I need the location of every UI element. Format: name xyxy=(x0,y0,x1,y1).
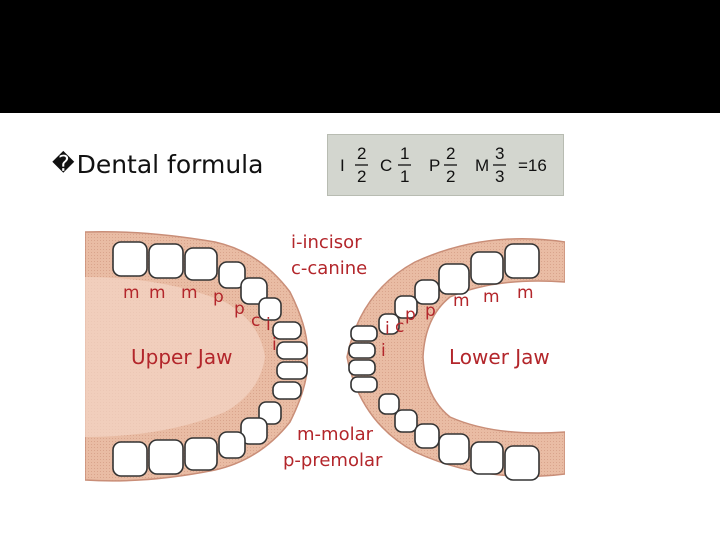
upper-molar-1b xyxy=(184,437,218,471)
title-band xyxy=(0,0,720,113)
lower-m-label-1: m xyxy=(453,291,470,311)
upper-molar-3b xyxy=(112,441,148,477)
bullet-glyph: � xyxy=(52,152,75,177)
lower-molar-2 xyxy=(470,251,504,285)
lower-premolar-2b xyxy=(414,423,440,449)
bullet-text: Dental formula xyxy=(76,150,264,179)
formula-lower-canine: 1 xyxy=(400,167,409,186)
upper-i-label-2: i xyxy=(272,335,277,355)
formula-upper-canine: 1 xyxy=(400,144,409,163)
upper-p-label-2: p xyxy=(234,299,245,319)
upper-premolar-1 xyxy=(240,277,268,305)
lower-p-label-1: p xyxy=(405,305,416,325)
upper-incisor-1a xyxy=(276,341,308,360)
bullet-line: � Dental formula xyxy=(52,150,263,179)
jaw-diagram: m m m p p c i i i i c p p m m m Upper Ja… xyxy=(84,222,566,495)
formula-upper-premolar: 2 xyxy=(446,144,455,163)
lower-molar-1b xyxy=(438,433,470,465)
lower-i-label-1: i xyxy=(385,319,390,339)
lower-incisor-2 xyxy=(350,325,378,342)
upper-incisor-2 xyxy=(272,321,302,340)
upper-molar-1 xyxy=(184,247,218,281)
lower-incisor-2b xyxy=(350,376,378,393)
lower-incisor-1a xyxy=(348,342,376,359)
jaw-diagram-svg: m m m p p c i i i i c p p m m m Upper Ja… xyxy=(84,230,566,482)
lower-jaw-label: Lower Jaw xyxy=(449,345,550,369)
formula-upper-incisor: 2 xyxy=(357,144,366,163)
upper-premolar-1b xyxy=(240,417,268,445)
upper-m-label-3: m xyxy=(181,283,198,303)
formula-letter-canine: C xyxy=(380,156,392,175)
lower-m-label-3: m xyxy=(517,283,534,303)
lower-molar-1 xyxy=(438,263,470,295)
dental-formula-box: I 2 2 C 1 1 P 2 2 M 3 3 =16 xyxy=(327,134,564,196)
lower-incisor-1b xyxy=(348,359,376,376)
upper-jaw-palate xyxy=(85,277,265,437)
upper-m-label-2: m xyxy=(149,283,166,303)
upper-jaw-label: Upper Jaw xyxy=(131,345,232,369)
upper-molar-2 xyxy=(148,243,184,279)
upper-m-label-1: m xyxy=(123,283,140,303)
upper-i-label-1: i xyxy=(266,315,271,335)
upper-incisor-2b xyxy=(272,381,302,400)
lower-premolar-1 xyxy=(394,295,418,319)
lower-c-label: c xyxy=(395,317,404,337)
upper-molar-3 xyxy=(112,241,148,277)
lower-m-label-2: m xyxy=(483,287,500,307)
upper-premolar-2 xyxy=(218,261,246,289)
upper-canine-b xyxy=(258,401,282,425)
lower-i-label-2: i xyxy=(381,341,386,361)
lower-molar-3 xyxy=(504,243,540,279)
upper-c-label: c xyxy=(251,311,260,331)
legend-premolar: p-premolar xyxy=(283,450,383,471)
formula-letter-incisor: I xyxy=(340,156,345,175)
dental-formula-svg: I 2 2 C 1 1 P 2 2 M 3 3 =16 xyxy=(340,144,547,186)
formula-upper-molar: 3 xyxy=(495,144,504,163)
legend-canine: c-canine xyxy=(291,258,367,279)
upper-canine xyxy=(258,297,282,321)
lower-canine-b xyxy=(378,393,400,415)
lower-canine xyxy=(378,313,400,335)
formula-total: =16 xyxy=(518,156,547,175)
lower-molar-2b xyxy=(470,441,504,475)
formula-lower-molar: 3 xyxy=(495,167,504,186)
lower-premolar-1b xyxy=(394,409,418,433)
formula-letter-premolar: P xyxy=(429,156,440,175)
formula-lower-premolar: 2 xyxy=(446,167,455,186)
upper-premolar-2b xyxy=(218,431,246,459)
lower-p-label-2: p xyxy=(425,301,436,321)
upper-incisor-1b xyxy=(276,361,308,380)
upper-p-label-1: p xyxy=(213,287,224,307)
legend-incisor: i-incisor xyxy=(291,232,362,253)
lower-premolar-2 xyxy=(414,279,440,305)
legend-molar: m-molar xyxy=(297,424,374,445)
lower-molar-3b xyxy=(504,445,540,481)
formula-letter-molar: M xyxy=(475,156,489,175)
upper-molar-2b xyxy=(148,439,184,475)
formula-lower-incisor: 2 xyxy=(357,167,366,186)
